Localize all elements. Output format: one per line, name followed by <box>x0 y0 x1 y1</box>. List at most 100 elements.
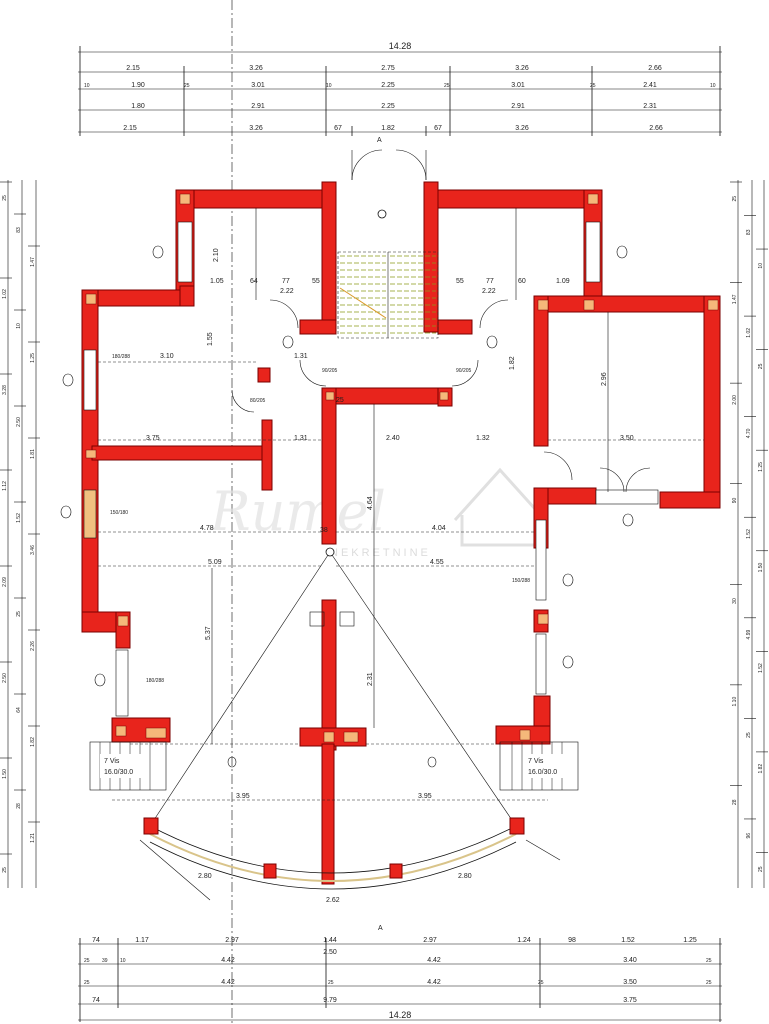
wall-segment <box>175 189 337 209</box>
dim-label: 83 <box>746 229 752 235</box>
dim-label: 10 <box>16 323 22 329</box>
opening-label: 90/205 <box>456 368 472 374</box>
wall-segment <box>257 367 271 383</box>
dim-label: 1.31 <box>294 353 308 360</box>
watermark: Rumel NEKRETNINE <box>209 467 547 559</box>
dim-label: 1.82 <box>509 356 516 370</box>
wall-segment <box>659 491 721 509</box>
dim-label: 3.26 <box>515 125 529 132</box>
entrance-door: A <box>351 137 427 181</box>
wall-segment <box>321 387 337 545</box>
dim-label: 25 <box>328 980 334 986</box>
dim-label: 1.82 <box>758 764 764 774</box>
wall-segment <box>437 319 473 335</box>
wall-segment <box>179 285 195 307</box>
dim-label: 28 <box>732 799 738 805</box>
wall-segment <box>533 295 549 447</box>
dim-label: 30 <box>732 598 738 604</box>
dim-label: 1.90 <box>131 82 145 89</box>
dim-label: 3.28 <box>2 385 8 395</box>
dim-label: 1.47 <box>732 294 738 304</box>
dim-label: 3.95 <box>418 793 432 800</box>
top-dimensions: 14.28 2.15 3.26 2.75 3.26 2.66 1.90 3.01… <box>78 41 722 136</box>
dim-label: 25 <box>184 83 190 89</box>
dim-label: 1.47 <box>30 257 36 267</box>
dim-label: 4.04 <box>432 525 446 532</box>
dim-label: 1.25 <box>30 353 36 363</box>
dim-label: 1.24 <box>517 937 531 944</box>
dim-label: 1.31 <box>294 435 308 442</box>
dim-label: 5.37 <box>205 626 212 640</box>
dim-label: 83 <box>16 227 22 233</box>
dim-label: 10 <box>326 83 332 89</box>
dim-label: 25 <box>758 866 764 872</box>
dim-label: 25 <box>2 195 8 201</box>
dim-label: 1.02 <box>746 328 752 338</box>
dim-label: 1.52 <box>758 663 764 673</box>
dim-label: 3.10 <box>160 353 174 360</box>
stair <box>337 209 439 339</box>
opening-label: 150/288 <box>512 578 530 584</box>
dim-label: 5.09 <box>208 559 222 566</box>
wall-segment <box>81 289 195 307</box>
dim-label: 2.91 <box>251 103 265 110</box>
dim-label: 25 <box>758 363 764 369</box>
dim-label: 39 <box>102 958 108 964</box>
dim-label: 4.42 <box>221 957 235 964</box>
dim-label: 3.75 <box>146 435 160 442</box>
dim-label: 96 <box>746 833 752 839</box>
dim-label: 2.50 <box>2 673 8 683</box>
dim-label: 64 <box>250 278 258 285</box>
bottom-row-3: 25 4.42 25 4.42 25 3.50 25 <box>84 979 712 986</box>
dim-label: 2.96 <box>601 372 608 386</box>
bottom-dimensions: 74 1.17 2.97 1.44 2.97 1.24 98 1.52 1.25… <box>78 937 722 1022</box>
dim-label: 1.25 <box>758 462 764 472</box>
wall-segment <box>91 445 273 461</box>
wall-segment <box>321 181 337 333</box>
dim-label: 25 <box>84 958 90 964</box>
wall-segment <box>423 189 601 209</box>
dim-label: 3.95 <box>236 793 250 800</box>
dim-label: 1.05 <box>210 278 224 285</box>
dim-label: 25 <box>336 397 344 404</box>
dim-label: 3.26 <box>249 125 263 132</box>
guide-lines <box>98 208 704 801</box>
wall-segment <box>423 181 439 333</box>
dim-label: 1.55 <box>207 332 214 346</box>
dim-label: 10 <box>84 83 90 89</box>
wall-segment <box>261 419 273 491</box>
top-row-3: 1.80 2.91 2.25 2.91 2.31 <box>131 103 657 110</box>
opening-tags: 180/288 80/205 90/205 150/180 90/205 150… <box>60 245 634 768</box>
dim-label: 25 <box>732 196 738 202</box>
dim-label: 55 <box>456 278 464 285</box>
watermark-text: Rumel <box>209 480 386 543</box>
dim-label: 2.80 <box>458 873 472 880</box>
dim-label: 1.02 <box>2 289 8 299</box>
opening-label: 180/288 <box>112 354 130 360</box>
dim-label: 74 <box>92 997 100 1004</box>
dim-label: 3.26 <box>249 65 263 72</box>
dim-label: 1.10 <box>732 697 738 707</box>
wall-segment <box>299 319 337 335</box>
dim-label: 4.99 <box>746 629 752 639</box>
dim-label: 2.66 <box>648 65 662 72</box>
wall-segment <box>321 743 335 885</box>
dim-label: 25 <box>16 611 22 617</box>
dim-label: 1.44 <box>323 937 337 944</box>
dim-label: 25 <box>706 980 712 986</box>
dim-label: 28 <box>16 803 22 809</box>
dim-label: 1.25 <box>683 937 697 944</box>
dim-label: 2.09 <box>2 577 8 587</box>
dim-label: 1.82 <box>30 737 36 747</box>
dim-label: 2.22 <box>482 288 496 295</box>
dim-label: 77 <box>486 278 494 285</box>
top-row-1: 2.15 3.26 2.75 3.26 2.66 <box>126 65 662 72</box>
dim-label: 4.70 <box>746 428 752 438</box>
dim-label: 2.41 <box>643 82 657 89</box>
watermark-subtext: NEKRETNINE <box>330 547 431 559</box>
section-mark-bottom: A <box>378 925 383 932</box>
dim-label: 1.52 <box>621 937 635 944</box>
dim-label: 98 <box>568 937 576 944</box>
dim-label: 2.75 <box>381 65 395 72</box>
